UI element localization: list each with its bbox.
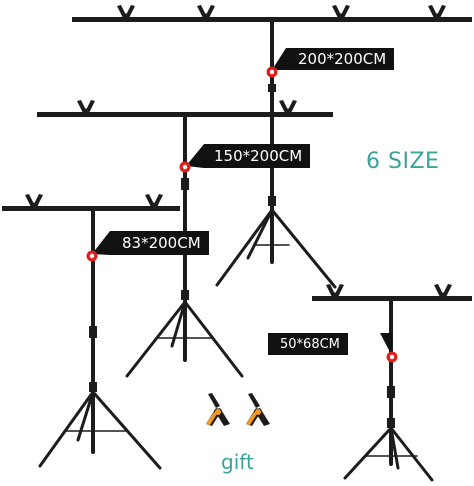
size-label-83x200: 83*200CM <box>110 231 209 255</box>
pivot-marker-icon <box>386 351 398 363</box>
stand-50x68 <box>312 296 472 482</box>
stand-200x200 <box>72 17 472 289</box>
gift-label: gift <box>221 450 254 474</box>
pivot-marker-icon <box>86 250 98 262</box>
size-label-200x200: 200*200CM <box>286 48 395 70</box>
gift-clamps <box>206 393 270 426</box>
pivot-marker-icon <box>179 161 191 173</box>
pivot-marker-icon <box>266 66 278 78</box>
size-label-150x200: 150*200CM <box>204 144 311 168</box>
size-count-label: 6 SIZE <box>366 149 440 174</box>
size-label-50x68: 50*68CM <box>268 333 348 355</box>
